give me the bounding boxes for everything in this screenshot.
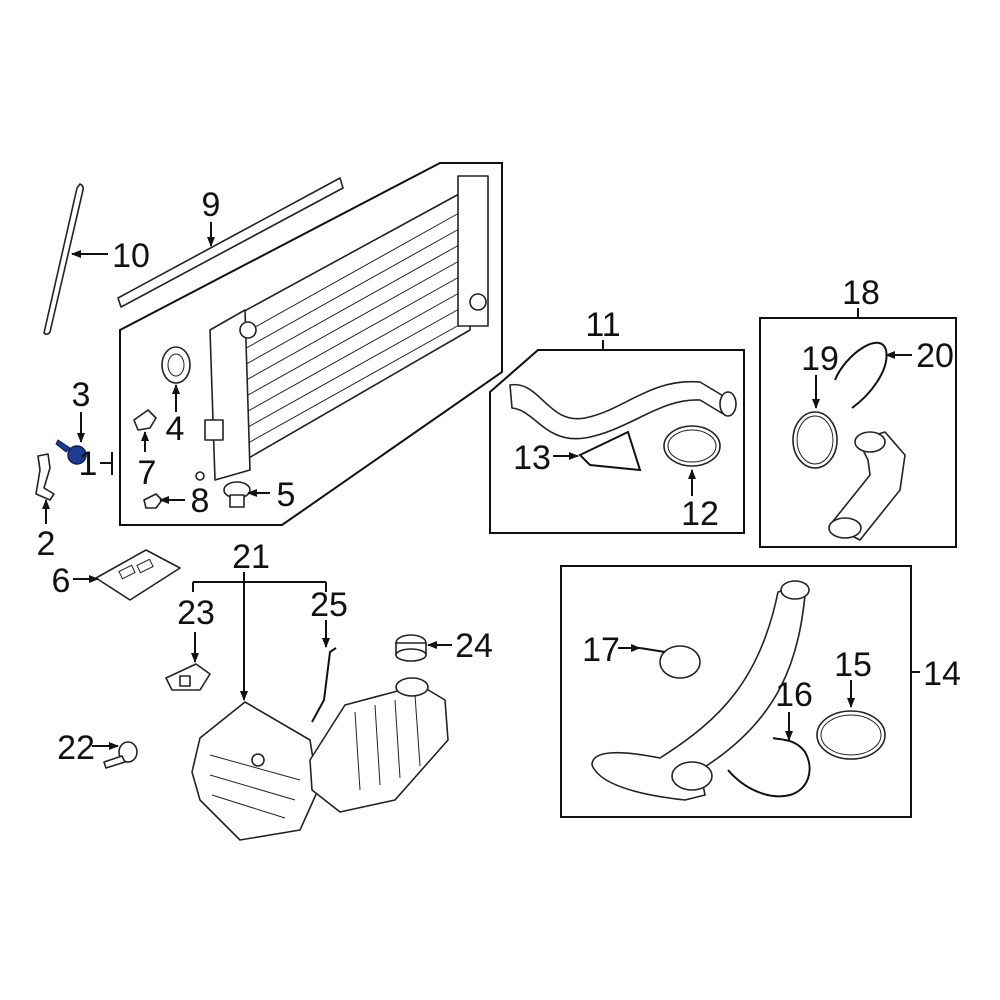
- plate-part[interactable]: [95, 549, 181, 601]
- tank-part[interactable]: [309, 677, 449, 813]
- side-seal-part[interactable]: [43, 183, 84, 336]
- callout-13: 13: [513, 439, 551, 477]
- rod-part-25[interactable]: [311, 647, 337, 723]
- callout-7: 7: [138, 454, 157, 492]
- callout-25: 25: [310, 586, 348, 624]
- callout-21: 21: [232, 538, 270, 576]
- seal-strip-part[interactable]: [117, 177, 344, 308]
- callout-17: 17: [582, 631, 620, 669]
- callout-18: 18: [842, 274, 880, 312]
- radiator-group-frame: [119, 162, 503, 526]
- clip-part[interactable]: [133, 409, 157, 431]
- clamp-part-13[interactable]: [578, 430, 642, 472]
- elbow-part-18[interactable]: [828, 431, 906, 541]
- tray-part-21[interactable]: [191, 701, 319, 841]
- sensor-part[interactable]: [143, 493, 163, 509]
- hose-wire-part-16[interactable]: [727, 737, 811, 798]
- leader-lines: [42, 222, 920, 750]
- bracket-part-23[interactable]: [165, 663, 211, 691]
- callout-1: 1: [79, 445, 98, 483]
- callout-23: 23: [177, 594, 215, 632]
- callout-22: 22: [57, 729, 95, 767]
- callout-3: 3: [72, 376, 91, 414]
- fastener-part-22[interactable]: [103, 741, 138, 769]
- callout-labels: 1 2 3 4 5 6 7 8 9 10 11 12 13 14 15 16 1…: [37, 186, 961, 767]
- callout-9: 9: [202, 186, 221, 224]
- callout-12: 12: [681, 495, 719, 533]
- hose-part-11[interactable]: [509, 380, 737, 440]
- group-11-frame: [489, 349, 745, 534]
- callout-14: 14: [923, 655, 961, 693]
- grommet-part[interactable]: [223, 481, 251, 508]
- callout-16: 16: [775, 676, 813, 714]
- oring-part-19[interactable]: [792, 411, 838, 469]
- bracket-part[interactable]: [35, 453, 55, 501]
- wire-clip-part-20[interactable]: [834, 341, 888, 409]
- radiator-part[interactable]: [195, 175, 489, 481]
- cap-part-24[interactable]: [395, 634, 427, 662]
- clamp-part-17[interactable]: [639, 645, 701, 679]
- callout-8: 8: [191, 482, 210, 520]
- coupler-part[interactable]: [161, 346, 191, 384]
- callout-10: 10: [112, 237, 150, 275]
- tube-part-14[interactable]: [591, 580, 810, 801]
- callout-6: 6: [52, 562, 71, 600]
- callout-19: 19: [801, 340, 839, 378]
- oring-part-15[interactable]: [816, 710, 886, 760]
- callout-11: 11: [585, 306, 620, 344]
- callout-4: 4: [166, 410, 185, 448]
- oring-part-12[interactable]: [663, 425, 721, 467]
- callout-15: 15: [834, 646, 872, 684]
- callout-5: 5: [277, 476, 296, 514]
- callout-20: 20: [916, 337, 954, 375]
- callout-24: 24: [455, 627, 493, 665]
- callout-2: 2: [37, 525, 56, 563]
- group-14-frame: [560, 565, 912, 818]
- bolt-part[interactable]: [55, 439, 87, 465]
